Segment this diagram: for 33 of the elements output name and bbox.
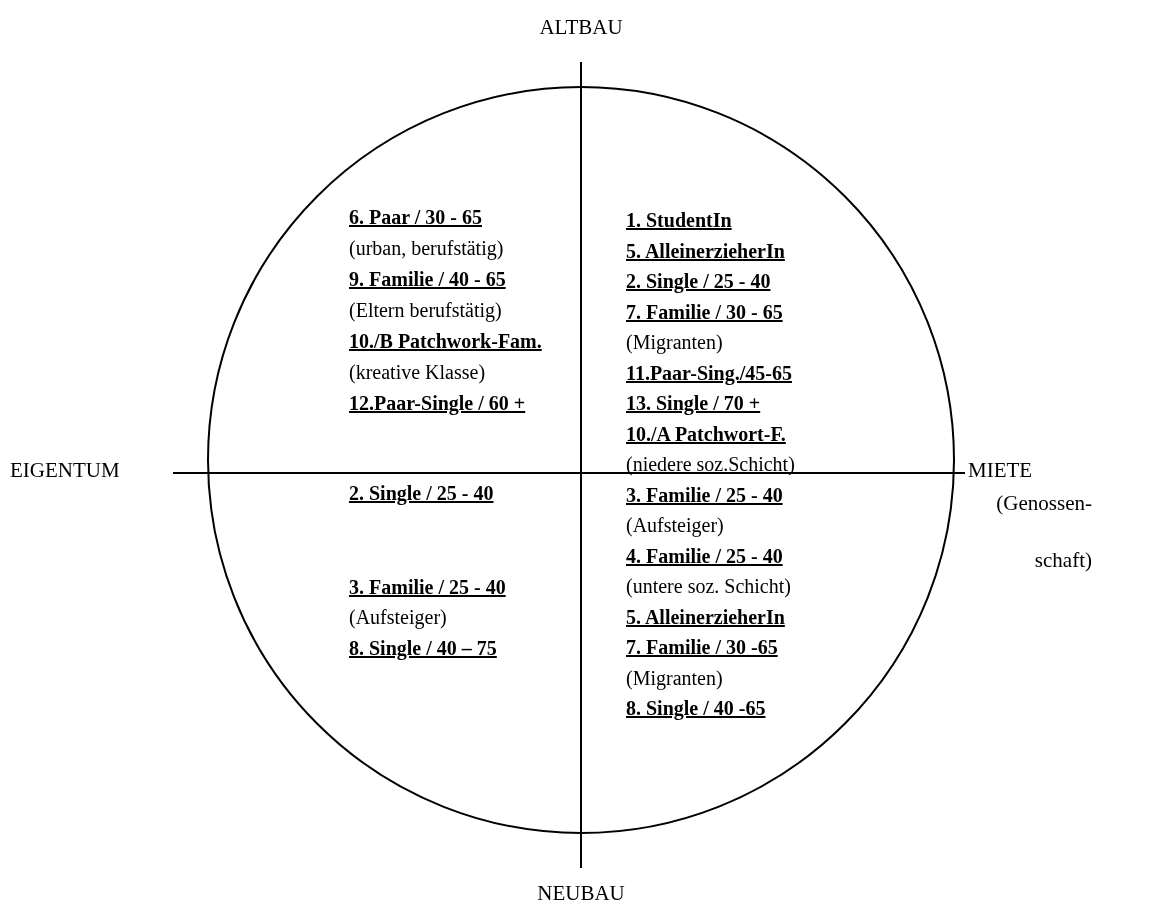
group-note: (Eltern berufstätig) [349,298,502,324]
group-entry: 3. Familie / 25 - 40 [349,575,506,600]
group-entry: 4. Familie / 25 - 40 [626,543,783,569]
group-entry: 6. Paar / 30 - 65 [349,205,482,230]
group-entry: 1. StudentIn [626,208,732,233]
group-note: (Migranten) [626,330,723,356]
group-entry: 5. AlleinerzieherIn [626,604,785,630]
group-entry: 3. Familie / 25 - 40 [626,482,783,508]
group-note: (untere soz. Schicht) [626,574,791,600]
group-entry: 10./B Patchwork-Fam. [349,329,542,354]
group-entry: 8. Single / 40 – 75 [349,636,497,662]
group-entry: 10./A Patchwort-F. [626,421,786,447]
group-note: (niedere soz.Schicht) [626,452,795,478]
group-entry: 2. Single / 25 - 40 [626,269,771,295]
axis-label: ALTBAU [539,14,623,41]
group-note: (kreative Klasse) [349,360,486,386]
group-entry: 7. Familie / 30 - 65 [626,299,783,325]
group-entry: 12.Paar-Single / 60 + [349,391,526,417]
group-entry: 9. Familie / 40 - 65 [349,267,506,292]
axis-note: (Genossen- schaft) [995,490,1092,574]
axis-label: MIETE [968,457,1033,484]
axis-label: EIGENTUM [10,457,120,484]
axis-label: NEUBAU [537,880,625,907]
group-entry: 2. Single / 25 - 40 [349,481,494,507]
group-note: (urban, berufstätig) [349,236,504,262]
group-note: (Aufsteiger) [349,605,447,631]
group-note: (Aufsteiger) [626,513,724,539]
group-entry: 8. Single / 40 -65 [626,696,766,722]
group-entry: 11.Paar-Sing./45-65 [626,360,792,387]
group-note: (Migranten) [626,665,723,692]
group-entry: 5. AlleinerzieherIn [626,238,785,264]
group-entry: 7. Familie / 30 -65 [626,635,778,660]
group-entry: 13. Single / 70 + [626,391,761,417]
